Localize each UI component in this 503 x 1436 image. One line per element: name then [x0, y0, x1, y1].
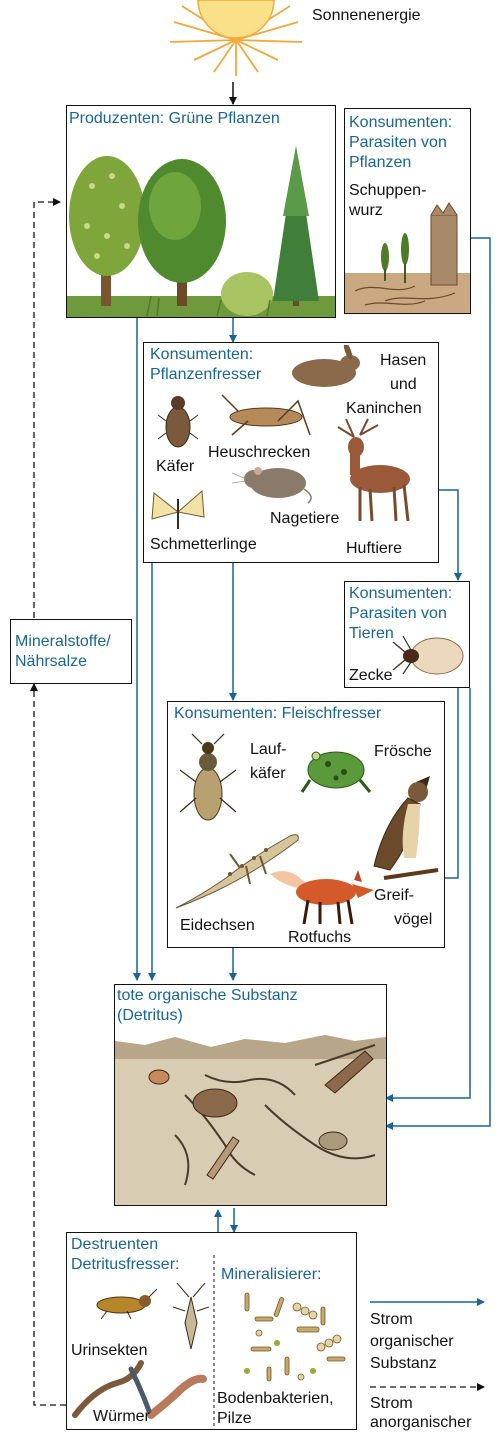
rodents-label: Nagetiere — [270, 509, 339, 529]
butterflies-label: Schmetterlinge — [150, 535, 257, 555]
detritus-title-line-1: tote organische Substanz — [117, 986, 298, 1006]
bacteria-fungi-icon — [237, 1287, 349, 1387]
tick-icon — [391, 634, 467, 676]
ground-beetles-label-line-2: käfer — [250, 764, 286, 784]
arrow-carnivores-to-animal-parasites — [445, 668, 458, 878]
bacteria-label-line-1: Bodenbakterien, — [217, 1389, 334, 1409]
butterfly-icon — [150, 489, 206, 535]
legend-organic-line-1: Strom — [370, 1310, 413, 1330]
animal-parasites-title-line-1: Konsumenten: — [349, 584, 452, 604]
mouse-icon — [232, 459, 318, 505]
insects-label: Urinsekten — [71, 1341, 147, 1361]
beetle-icon — [158, 391, 198, 453]
decomposers-title-line-2: Detritusfresser: — [71, 1255, 179, 1275]
sun-icon — [162, 0, 310, 80]
hares-label-line-1: Hasen — [380, 351, 426, 371]
tick-label: Zecke — [349, 666, 393, 686]
legend-organic-line-3: Substanz — [370, 1354, 437, 1374]
producers-box: Produzenten: Grüne Pflanzen — [66, 105, 336, 318]
ground-beetles-label-line-1: Lauf- — [250, 740, 286, 760]
hare-icon — [284, 345, 366, 391]
bacteria-label-line-2: Pilze — [217, 1409, 252, 1429]
herbivores-box: Konsumenten: Pflanzenfresser Hasen und K… — [143, 342, 439, 563]
arrow-minerals-to-producers — [34, 202, 60, 618]
beetles-label: Käfer — [156, 457, 194, 477]
arrow-decomposers-to-minerals — [34, 684, 66, 1405]
lizards-label: Eidechsen — [180, 916, 255, 936]
herbivores-title-line-1: Konsumenten: — [150, 345, 253, 365]
decomposers-box: Destruenten Detritusfresser: Mineralisie… — [66, 1232, 357, 1430]
animal-parasites-title-line-2: Parasiten von — [349, 604, 447, 624]
decomposers-title-line-1: Destruenten — [71, 1235, 158, 1255]
carnivores-box: Konsumenten: Fleischfresser Lauf- käfer … — [167, 701, 445, 948]
fox-icon — [268, 864, 378, 926]
ungulates-label: Huftiere — [346, 539, 402, 559]
producers-title: Produzenten: Grüne Pflanzen — [69, 109, 280, 129]
frogs-label: Frösche — [374, 742, 432, 762]
fox-label: Rotfuchs — [288, 928, 351, 948]
raptors-label-line-1: Greif- — [374, 886, 414, 906]
animal-parasites-box: Konsumenten: Parasiten von Tieren Zecke — [344, 581, 470, 688]
grasshopper-icon — [218, 391, 314, 441]
herbivores-title-line-2: Pflanzenfresser — [150, 365, 261, 385]
legend-organic-line-2: organischer — [370, 1332, 454, 1352]
detritus-box: tote organische Substanz (Detritus) — [114, 984, 387, 1206]
plant-parasites-box: Konsumenten: Parasiten von Pflanzen Schu… — [344, 108, 471, 314]
plant-parasites-title-line-3: Pflanzen — [349, 153, 411, 173]
minerals-line-1: Mineralstoffe/ — [15, 632, 111, 652]
plant-parasites-example-line-1: Schuppen- — [349, 181, 426, 201]
worms-label: Würmer — [93, 1407, 150, 1427]
deer-icon — [324, 417, 416, 523]
hares-label-line-2: und — [390, 375, 417, 395]
carnivores-title: Konsumenten: Fleischfresser — [174, 704, 381, 724]
toothwort-illustration — [345, 201, 470, 313]
animal-parasites-title-line-3: Tieren — [349, 624, 394, 644]
ground-beetle-icon — [178, 732, 238, 828]
legend-inorganic-line-2: anorganischer — [370, 1414, 471, 1432]
trees-illustration — [67, 136, 335, 317]
hares-label-line-3: Kaninchen — [346, 399, 422, 419]
mineralizers-label: Mineralisierer: — [221, 1265, 321, 1285]
springtail-icon — [87, 1289, 157, 1319]
minerals-box: Mineralstoffe/ Nährsalze — [10, 619, 132, 684]
plant-parasites-title-line-2: Parasiten von — [349, 133, 447, 153]
silverfish-icon — [173, 1283, 209, 1351]
plant-parasites-title-line-1: Konsumenten: — [349, 113, 452, 133]
legend-inorganic-line-1: Strom — [370, 1394, 413, 1414]
sun-label: Sonnenenergie — [312, 6, 421, 26]
frog-icon — [300, 740, 372, 794]
detritus-title-line-2: (Detritus) — [117, 1006, 183, 1026]
raptors-label-line-2: vögel — [394, 910, 432, 930]
minerals-line-2: Nährsalze — [15, 652, 87, 672]
divider-dotted — [212, 1255, 216, 1429]
